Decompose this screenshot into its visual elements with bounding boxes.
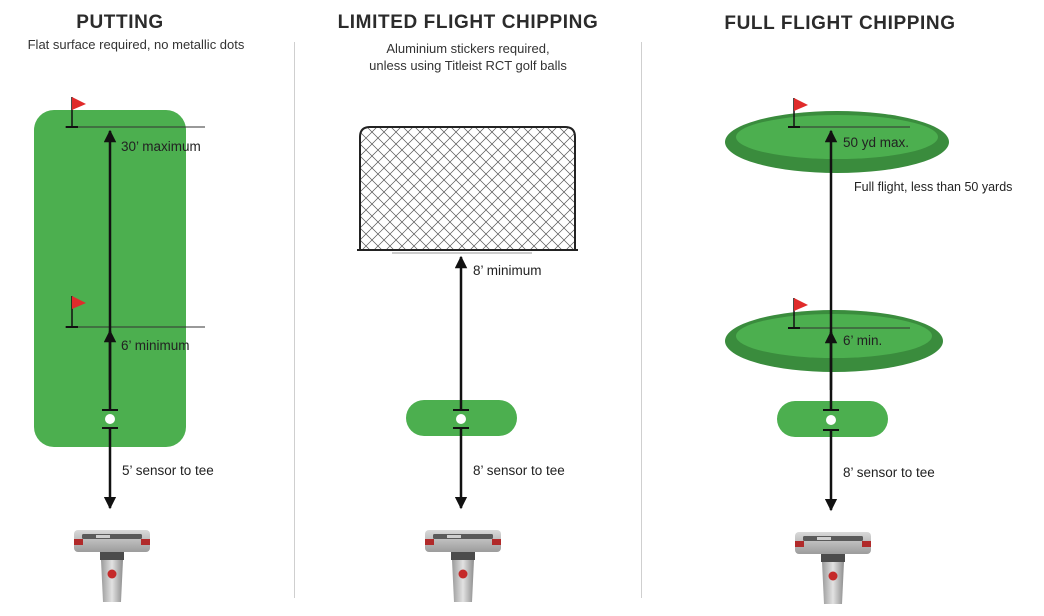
limited-sensor-label: 8’ sensor to tee bbox=[473, 463, 565, 478]
tee-ball bbox=[456, 414, 466, 424]
limited-subtitle-line2: unless using Titleist RCT golf balls bbox=[369, 58, 567, 73]
putting-min-label: 6’ minimum bbox=[121, 338, 190, 353]
limited-min-label: 8’ minimum bbox=[473, 263, 542, 278]
full-min-label: 6’ min. bbox=[843, 333, 883, 348]
tee-ball bbox=[826, 415, 836, 425]
full-sensor-label: 8’ sensor to tee bbox=[843, 465, 935, 480]
column-divider bbox=[294, 42, 295, 598]
flag-icon bbox=[66, 97, 86, 128]
putting-max-label: 30’ maximum bbox=[121, 139, 201, 154]
limited-title: LIMITED FLIGHT CHIPPING bbox=[337, 12, 599, 33]
full-max-label: 50 yd max. bbox=[843, 135, 910, 150]
column-divider bbox=[641, 42, 642, 598]
chipping-net bbox=[359, 126, 576, 251]
limited-subtitle-line1: Aluminium stickers required, bbox=[386, 41, 550, 56]
sensor-device-icon bbox=[795, 532, 871, 604]
putting-sensor-label: 5’ sensor to tee bbox=[122, 463, 214, 478]
tee-ball bbox=[105, 414, 115, 424]
sensor-device-icon bbox=[74, 530, 150, 602]
sensor-device-icon bbox=[425, 530, 501, 602]
near-green-inner bbox=[736, 314, 932, 358]
full-title: FULL FLIGHT CHIPPING bbox=[724, 13, 956, 34]
flag-icon bbox=[66, 296, 86, 328]
flag-icon bbox=[788, 298, 808, 329]
putting-title: PUTTING bbox=[76, 12, 164, 33]
full-note: Full flight, less than 50 yards bbox=[854, 180, 1013, 194]
putting-subtitle: Flat surface required, no metallic dots bbox=[27, 37, 245, 52]
flag-icon bbox=[788, 98, 808, 128]
